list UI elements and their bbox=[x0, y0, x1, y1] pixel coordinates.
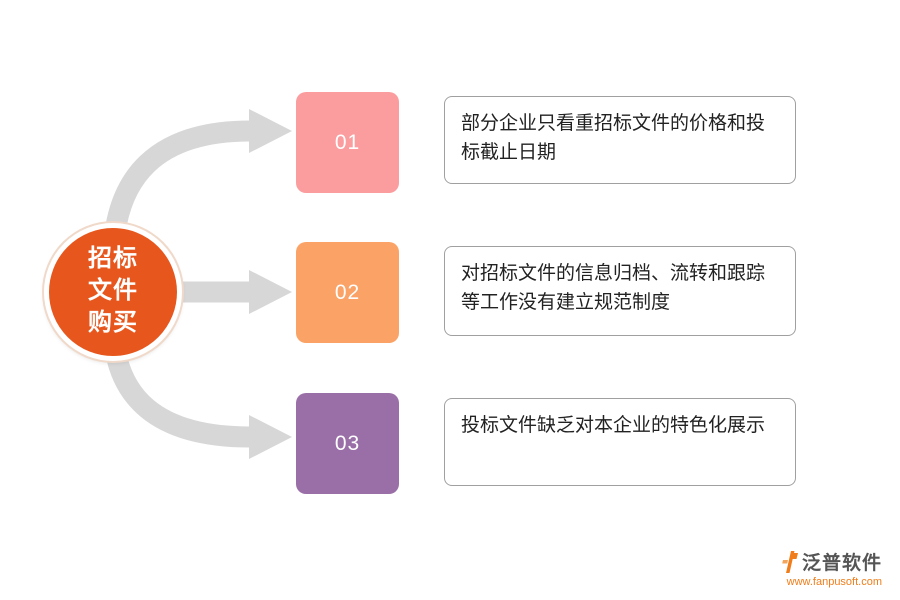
hub-label-line3: 购买 bbox=[88, 309, 138, 336]
step-number-1: 01 bbox=[334, 130, 361, 154]
brand-url: www.fanpusoft.com bbox=[786, 576, 882, 588]
step-text-box-3: 投标文件缺乏对本企业的特色化展示 bbox=[444, 398, 796, 486]
brand-watermark: 泛普软件 www.fanpusoft.com bbox=[780, 548, 882, 588]
step-number-badge-2: 02 bbox=[296, 242, 399, 343]
step-text-box-2: 对招标文件的信息归档、流转和跟踪等工作没有建立规范制度 bbox=[444, 246, 796, 336]
hub-label-line1: 招标 bbox=[88, 246, 138, 273]
step-number-badge-1: 01 bbox=[296, 92, 399, 193]
hub-circle: 招标 文件 购买 bbox=[44, 223, 182, 361]
step-number-badge-3: 03 bbox=[296, 393, 399, 494]
fanpu-logo-icon bbox=[782, 550, 798, 573]
connector-arrow-bottom-head bbox=[249, 415, 292, 459]
step-text-box-1: 部分企业只看重招标文件的价格和投标截止日期 bbox=[444, 96, 796, 184]
connector-arrow-top-head bbox=[249, 109, 292, 153]
brand-name: 泛普软件 bbox=[801, 553, 882, 574]
step-text-2: 对招标文件的信息归档、流转和跟踪等工作没有建立规范制度 bbox=[461, 263, 766, 313]
step-number-2: 02 bbox=[334, 280, 361, 304]
hub-label-line2: 文件 bbox=[88, 278, 138, 305]
step-text-3: 投标文件缺乏对本企业的特色化展示 bbox=[461, 415, 766, 436]
step-text-1: 部分企业只看重招标文件的价格和投标截止日期 bbox=[461, 113, 766, 163]
connector-arrow-middle-head bbox=[249, 270, 292, 314]
step-number-3: 03 bbox=[334, 431, 361, 455]
